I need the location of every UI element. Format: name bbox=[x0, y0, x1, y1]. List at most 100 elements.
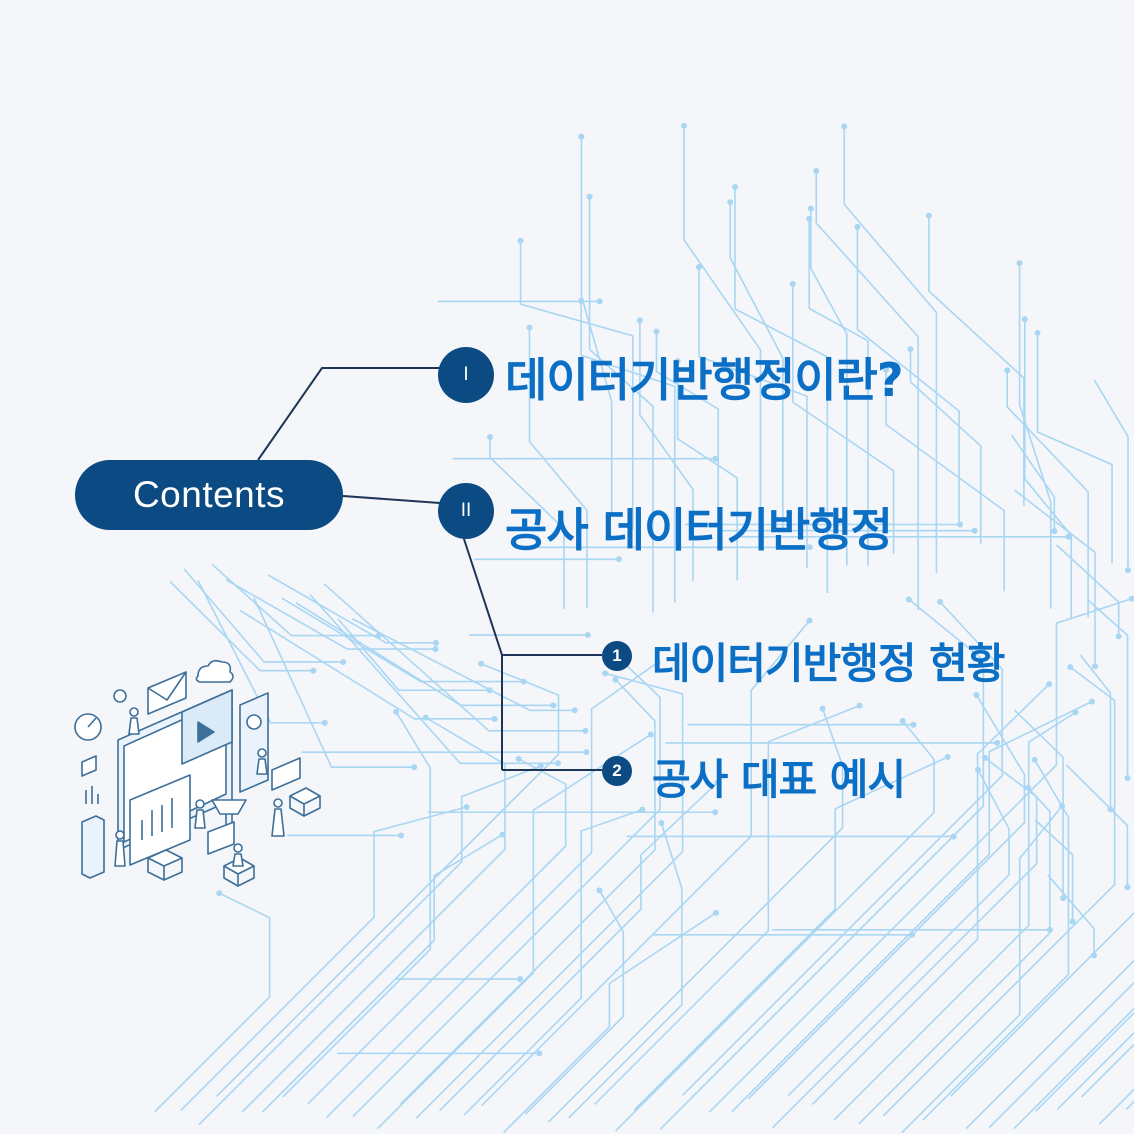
circuit-node bbox=[602, 670, 609, 677]
circuit-node bbox=[1072, 709, 1079, 716]
circuit-trace bbox=[928, 215, 1025, 507]
circuit-node bbox=[517, 237, 524, 244]
circuit-node bbox=[905, 596, 912, 603]
circuit-node bbox=[731, 183, 738, 190]
circuit-trace bbox=[352, 662, 661, 1118]
circuit-node bbox=[636, 317, 643, 324]
circuit-node bbox=[806, 617, 813, 624]
circuit-trace bbox=[791, 284, 895, 555]
circuit-node bbox=[499, 831, 506, 838]
circuit-node bbox=[1051, 528, 1058, 535]
circuit-trace bbox=[633, 756, 949, 1111]
circuit-node bbox=[596, 298, 603, 305]
circuit-node bbox=[1124, 884, 1131, 891]
circuit-node bbox=[727, 199, 734, 206]
circuit-trace bbox=[400, 679, 656, 1105]
circuit-node bbox=[654, 659, 661, 666]
circuit-node bbox=[340, 658, 347, 665]
circuit-node bbox=[554, 760, 561, 767]
circuit-trace bbox=[731, 700, 1093, 1113]
circuit-node bbox=[925, 212, 932, 219]
circuit-trace bbox=[524, 889, 625, 1115]
circuit-node bbox=[1069, 918, 1076, 925]
circuit-node bbox=[994, 739, 1001, 746]
circuit-node bbox=[615, 556, 622, 563]
circuit-node bbox=[1046, 681, 1053, 688]
circuit-node bbox=[696, 263, 703, 270]
circuit-trace bbox=[215, 663, 560, 1098]
circuit-node bbox=[310, 667, 317, 674]
circuit-node bbox=[806, 215, 813, 222]
circuit-node bbox=[1060, 895, 1067, 902]
circuit-node bbox=[583, 749, 590, 756]
circuit-node bbox=[807, 205, 814, 212]
circuit-node bbox=[653, 328, 660, 335]
subsection-2-marker: 2 bbox=[602, 756, 632, 786]
circuit-trace bbox=[659, 598, 985, 1130]
circuit-trace bbox=[439, 782, 718, 1112]
circuit-node bbox=[526, 324, 533, 331]
circuit-node bbox=[578, 133, 585, 140]
section-2-marker: II bbox=[438, 483, 494, 539]
circuit-trace bbox=[225, 578, 436, 650]
circuit-node bbox=[550, 702, 557, 709]
circuit-node bbox=[1115, 633, 1122, 640]
circuit-node bbox=[907, 346, 914, 353]
circuit-trace bbox=[282, 711, 432, 1098]
circuit-trace bbox=[489, 437, 565, 609]
circuit-node bbox=[537, 763, 544, 770]
circuit-node bbox=[1124, 774, 1131, 781]
circuit-node bbox=[321, 719, 328, 726]
circuit-node bbox=[612, 676, 619, 683]
circuit-trace bbox=[180, 806, 467, 1111]
circuit-trace bbox=[639, 320, 694, 581]
circuit-node bbox=[841, 123, 848, 130]
contents-hub: Contents bbox=[75, 460, 343, 530]
circuit-trace bbox=[503, 912, 717, 1134]
circuit-node bbox=[586, 193, 593, 200]
circuit-trace bbox=[415, 672, 684, 1119]
circuit-trace bbox=[1034, 819, 1074, 922]
circuit-node bbox=[487, 434, 494, 441]
circuit-node bbox=[582, 727, 589, 734]
circuit-trace bbox=[337, 618, 490, 692]
circuit-trace bbox=[729, 202, 784, 532]
circuit-trace bbox=[833, 711, 1076, 1121]
circuit-trace bbox=[901, 805, 1063, 1134]
circuit-node bbox=[950, 833, 957, 840]
subsection-2-marker-label: 2 bbox=[612, 761, 622, 780]
circuit-trace bbox=[1079, 654, 1112, 810]
circuit-node bbox=[981, 754, 988, 761]
contents-hub-label: Contents bbox=[132, 474, 286, 515]
circuit-trace bbox=[198, 765, 541, 1126]
circuit-trace bbox=[1006, 370, 1089, 618]
circuit-trace bbox=[885, 369, 1005, 592]
section-2-title: 공사 데이터기반행정 bbox=[505, 503, 893, 557]
circuit-trace bbox=[154, 892, 271, 1113]
circuit-node bbox=[937, 598, 944, 605]
circuit-trace bbox=[734, 186, 829, 594]
circuit-node bbox=[712, 909, 719, 916]
circuit-trace bbox=[1036, 333, 1113, 564]
section-2-marker-label: II bbox=[460, 500, 472, 521]
circuit-node bbox=[674, 358, 681, 365]
circuit-trace bbox=[909, 349, 982, 545]
circuit-node bbox=[819, 705, 826, 712]
circuit-trace bbox=[463, 808, 643, 1116]
circuit-trace bbox=[856, 226, 960, 526]
circuit-node bbox=[1088, 698, 1095, 705]
connector-hub-to-section-1 bbox=[257, 367, 440, 461]
section-1-marker-label: I bbox=[463, 364, 469, 385]
circuit-trace bbox=[1023, 319, 1073, 620]
circuit-node bbox=[515, 755, 522, 762]
circuit-node bbox=[1128, 595, 1134, 602]
circuit-trace bbox=[351, 617, 575, 712]
circuit-trace bbox=[253, 597, 415, 768]
circuit-trace bbox=[376, 733, 652, 1130]
circuit-node bbox=[432, 639, 439, 646]
circuit-node bbox=[596, 887, 603, 894]
circuit-node bbox=[478, 660, 485, 667]
